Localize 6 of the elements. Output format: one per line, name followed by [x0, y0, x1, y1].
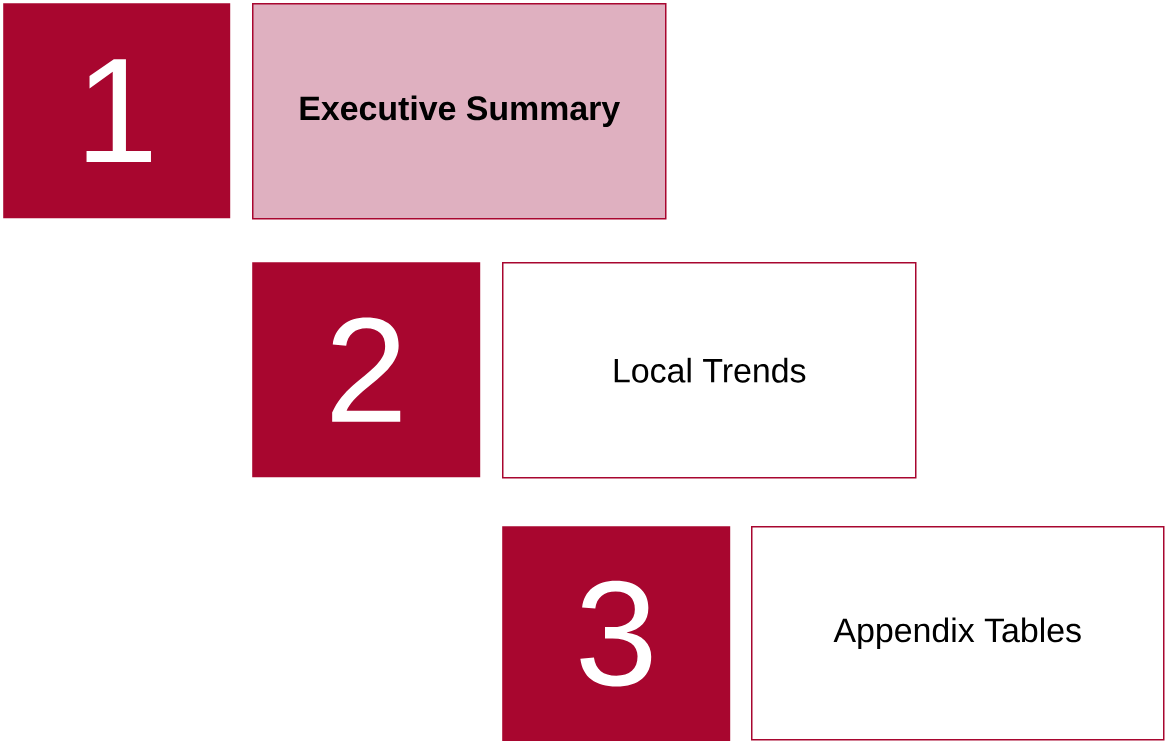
section-box: Appendix Tables — [751, 526, 1165, 741]
number-tile: 1 — [3, 3, 231, 219]
number-tile: 3 — [502, 526, 731, 741]
section-box: Executive Summary — [252, 3, 667, 220]
section-box: Local Trends — [502, 262, 917, 479]
number-tile: 2 — [252, 262, 481, 478]
